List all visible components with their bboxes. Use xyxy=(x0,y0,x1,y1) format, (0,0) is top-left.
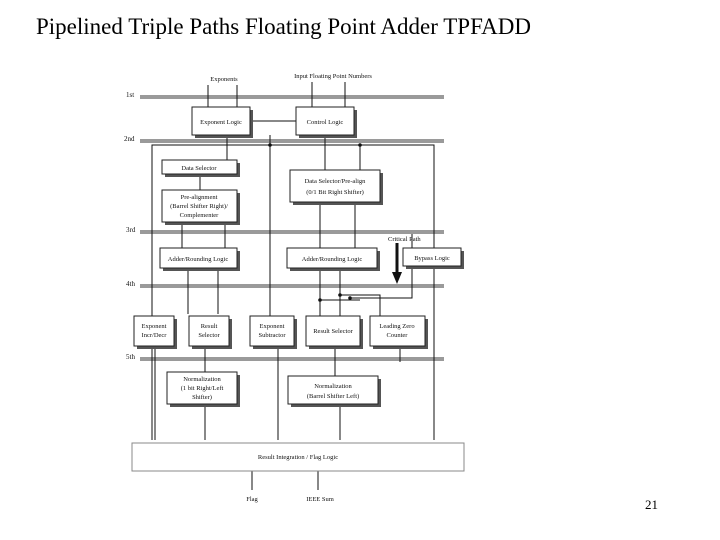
junction-dots xyxy=(268,143,362,302)
result-selector-left-line-1: Result xyxy=(201,323,218,330)
result-selector-mid-block xyxy=(305,315,361,347)
stage-label-4: 4th xyxy=(126,280,135,288)
slide-title: Pipelined Triple Paths Floating Point Ad… xyxy=(36,14,531,39)
result-selector-left-block xyxy=(188,315,230,347)
ieee-sum-output-label: IEEE Sum xyxy=(306,496,334,503)
exponent-logic-block xyxy=(191,106,251,136)
exponent-incr-decr-line-2: Incr/Decr xyxy=(142,332,168,339)
data-selector-prealign-line-1: Data Selector/Pre-align xyxy=(305,178,367,185)
bypass-logic-block xyxy=(402,247,462,267)
exponents-input-label: Exponents xyxy=(210,76,238,83)
exponent-subtractor-line-1: Exponent xyxy=(260,323,285,330)
exponent-incr-decr-line-1: Exponent xyxy=(142,323,167,330)
bypass-logic-label: Bypass Logic xyxy=(414,255,450,262)
exponent-logic-label: Exponent Logic xyxy=(200,119,242,126)
normalization-right-line-1: Normalization xyxy=(314,383,352,390)
control-logic-label: Control Logic xyxy=(307,119,344,126)
normalization-right-block xyxy=(287,375,379,405)
exponent-incr-decr-block xyxy=(133,315,175,347)
pre-alignment-line-3: Complementer xyxy=(180,212,219,219)
leading-zero-counter-line-1: Leading Zero xyxy=(379,323,414,330)
data-selector-block xyxy=(161,159,238,175)
normalization-left-line-1: Normalization xyxy=(183,376,221,383)
pre-alignment-line-1: Pre-alignment xyxy=(181,194,218,201)
diagram-wires xyxy=(151,82,435,490)
stage-bar-2 xyxy=(140,139,444,143)
data-selector-prealign-line-2: (0/1 Bit Right Shifter) xyxy=(306,189,364,196)
adder-rounding-mid-block xyxy=(286,247,378,269)
normalization-left-line-2: (1 bit Right/Left xyxy=(181,385,224,392)
leading-zero-counter-line-2: Counter xyxy=(387,332,409,339)
data-selector-label: Data Selector xyxy=(181,165,217,172)
normalization-left-block xyxy=(166,371,238,405)
exponent-subtractor-line-2: Subtractor xyxy=(258,332,286,339)
adder-rounding-left-block xyxy=(159,247,238,269)
result-integration-label: Result Integration / Flag Logic xyxy=(258,454,338,461)
control-logic-block xyxy=(295,106,355,136)
pre-alignment-line-2: (Barrel Shifter Right)/ xyxy=(170,203,228,210)
normalization-left-line-3: Shifter) xyxy=(192,394,212,401)
critical-path-arrowhead xyxy=(392,272,402,284)
result-selector-left-line-2: Selector xyxy=(198,332,220,339)
adder-rounding-mid-label: Adder/Rounding Logic xyxy=(302,256,363,263)
adder-rounding-left-label: Adder/Rounding Logic xyxy=(168,256,229,263)
exponent-subtractor-block xyxy=(249,315,295,347)
flag-output-label: Flag xyxy=(246,496,258,503)
normalization-right-line-2: (Barrel Shifter Left) xyxy=(307,393,359,400)
page-number: 21 xyxy=(645,497,658,512)
leading-zero-counter-block xyxy=(369,315,426,347)
stage-bar-3 xyxy=(140,230,444,234)
input-numbers-label: Input Floating Point Numbers xyxy=(294,73,372,80)
stage-bar-4 xyxy=(140,284,444,288)
stage-bar-5 xyxy=(140,357,444,361)
stage-label-5: 5th xyxy=(126,353,135,361)
stage-bar-1 xyxy=(140,95,444,99)
data-selector-prealign-block xyxy=(289,169,381,203)
pre-alignment-block xyxy=(161,189,238,223)
result-integration-block xyxy=(131,442,465,472)
critical-path-label: Critical Path xyxy=(388,236,421,243)
stage-label-1: 1st xyxy=(126,91,134,99)
stage-label-3: 3rd xyxy=(126,226,136,234)
stage-label-2: 2nd xyxy=(124,135,135,143)
result-selector-mid-label: Result Selector xyxy=(313,328,353,335)
